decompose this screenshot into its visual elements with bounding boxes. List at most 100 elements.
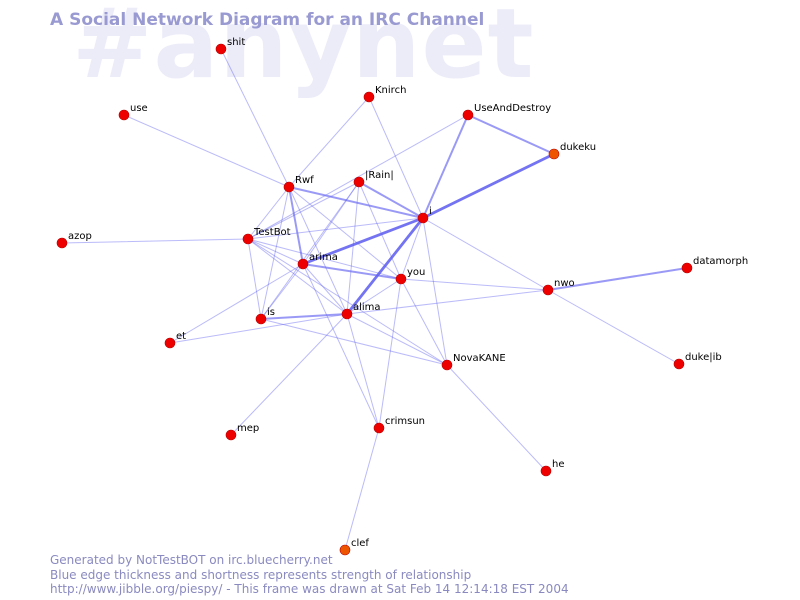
node-dot-et [164,337,176,349]
node-Rwf: Rwf [283,175,314,193]
node-label-mep: mep [237,423,259,434]
edge-Rwf-arima [288,186,304,265]
node-crimsun: crimsun [373,416,425,434]
edge-NovaKANE-he [446,364,547,472]
node-dot-mep [225,429,237,441]
footer-generator: Generated by NotTestBOT on irc.bluecherr… [50,553,333,567]
edge-is-NovaKANE [260,318,448,366]
edge-alima-et [169,313,348,344]
node-label-TestBot: TestBot [253,227,291,238]
edge-Rain-TestBot [247,181,360,240]
edge-Rain-you [358,181,402,280]
node-alima: alima [341,302,381,320]
edge-Knirch-i [368,96,424,219]
edge-TestBot-you [247,238,402,280]
node-dot-TestBot [242,233,254,245]
node-dot-Rain [353,176,365,188]
edge-crimsun-clef [344,427,380,551]
node-label-crimsun: crimsun [385,416,425,427]
edge-Rwf-TestBot [247,186,290,240]
node-label-is: is [267,307,275,318]
node-label-nwo: nwo [554,278,575,289]
edge-dukeku-i [421,152,556,220]
node-datamorph: datamorph [681,256,748,274]
node-TestBot: TestBot [242,227,291,245]
node-UseAndDestroy: UseAndDestroy [462,103,551,121]
node-dukejib: duke|ib [673,352,722,370]
edge-you-alima [346,278,402,315]
node-label-you: you [407,267,425,278]
edge-you-crimsun [378,278,402,429]
node-you: you [395,267,425,285]
node-label-i: i [429,206,432,217]
node-label-UseAndDestroy: UseAndDestroy [474,103,551,114]
edge-arima-et [169,263,304,344]
edge-i-nwo [422,217,549,291]
edge-alima-NovaKANE [346,313,448,366]
node-dot-dukejib [673,358,685,370]
node-label-Rwf: Rwf [295,175,314,186]
node-NovaKANE: NovaKANE [441,353,506,371]
node-label-use: use [130,103,148,114]
edge-arima-alima [302,263,348,315]
node-dot-UseAndDestroy [462,109,474,121]
node-layer: shituseKnirchUseAndDestroydukeku|Rain|Rw… [56,37,748,556]
edge-nwo-datamorph [547,267,688,291]
node-he: he [540,459,565,477]
edge-nwo-dukejib [547,289,680,365]
node-et: et [164,331,186,349]
node-dot-use [118,109,130,121]
footer: Generated by NotTestBOT on irc.bluecherr… [50,553,569,597]
edge-TestBot-alima [247,238,348,315]
edge-TestBot-is [247,238,262,320]
edge-i-NovaKANE [422,217,448,366]
edge-Knirch-Rwf [288,96,370,188]
edge-alima-crimsun [346,313,380,429]
node-label-azop: azop [68,231,92,242]
node-dot-Knirch [363,91,375,103]
footer-timestamp: http://www.jibble.org/piespy/ - This fra… [50,582,569,596]
node-nwo: nwo [542,278,575,296]
node-azop: azop [56,231,92,249]
edge-arima-crimsun [302,263,380,429]
edge-UseAndDestroy-i [422,114,469,219]
node-arima: arima [297,252,338,270]
node-dot-arima [297,258,309,270]
node-label-NovaKANE: NovaKANE [453,353,506,364]
footer-legend: Blue edge thickness and shortness repres… [50,567,472,582]
edge-alima-nwo [346,289,549,315]
edge-TestBot-arima [247,238,304,265]
edge-you-NovaKANE [400,278,448,366]
node-label-he: he [552,459,565,470]
edge-use-Rwf [123,114,290,188]
channel-watermark: #anynet [72,0,535,100]
edge-Rain-i [358,181,424,219]
node-Knirch: Knirch [363,85,406,103]
node-i: i [417,206,432,224]
node-clef: clef [339,538,369,556]
node-dot-nwo [542,284,554,296]
edge-azop-TestBot [61,238,249,244]
edge-i-TestBot [247,217,424,240]
node-dot-shit [215,43,227,55]
edge-layer [61,48,688,551]
node-label-alima: alima [353,302,381,313]
edge-UseAndDestroy-dukeku [467,114,555,155]
edge-Rwf-alima [288,186,348,315]
node-label-shit: shit [227,37,245,48]
node-label-Knirch: Knirch [375,85,406,96]
node-dot-dukeku [548,148,560,160]
edge-shit-Rwf [220,48,290,188]
edge-alima-mep [230,313,348,436]
node-label-clef: clef [351,538,369,549]
edge-alima-is [260,313,348,320]
node-dot-datamorph [681,262,693,274]
node-label-datamorph: datamorph [693,256,748,267]
edge-Rain-is [260,181,360,320]
edge-arima-is [260,263,304,320]
edge-Rain-alima [346,181,360,315]
node-Rain: |Rain| [353,170,394,188]
node-mep: mep [225,423,259,441]
